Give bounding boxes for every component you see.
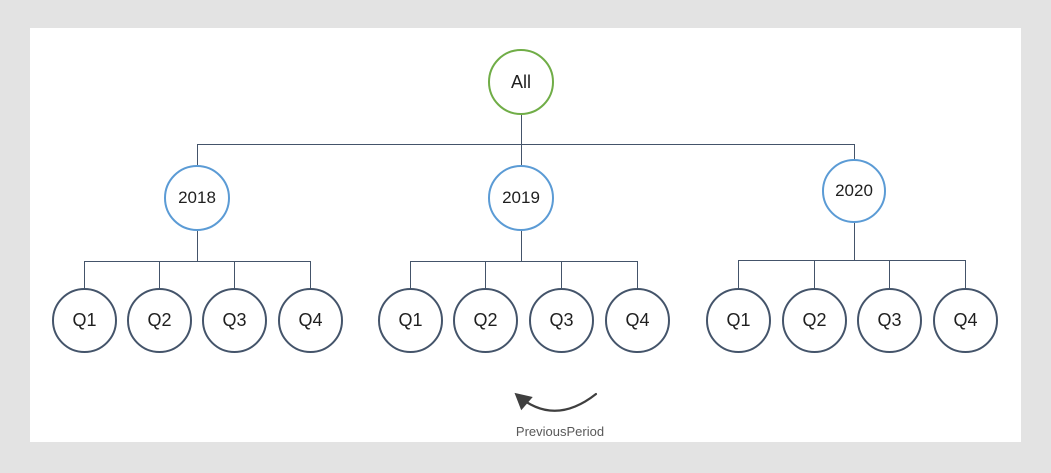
connector-2020-q2 bbox=[814, 260, 815, 288]
node-2019: 2019 bbox=[488, 165, 554, 231]
connector-drop-2020 bbox=[854, 144, 855, 160]
previous-period-label: PreviousPeriod bbox=[515, 424, 605, 439]
node-2018-q1: Q1 bbox=[52, 288, 117, 353]
connector-2018-bus bbox=[84, 261, 311, 262]
node-2020-q3-label: Q3 bbox=[877, 310, 902, 330]
node-2018-label: 2018 bbox=[178, 188, 216, 207]
connector-2018-q2 bbox=[159, 261, 160, 288]
node-2018-q4-label: Q4 bbox=[298, 310, 323, 330]
connector-2020-q3 bbox=[889, 260, 890, 288]
connector-2020-q4 bbox=[965, 260, 966, 288]
node-2020-q4-label: Q4 bbox=[953, 310, 978, 330]
connector-drop-2019 bbox=[521, 144, 522, 165]
node-2020-q2-label: Q2 bbox=[802, 310, 827, 330]
node-2018: 2018 bbox=[164, 165, 230, 231]
node-2018-q3-label: Q3 bbox=[222, 310, 247, 330]
node-2018-q2-label: Q2 bbox=[147, 310, 172, 330]
node-2020: 2020 bbox=[822, 159, 886, 223]
node-2020-q2: Q2 bbox=[782, 288, 847, 353]
connector-2020-bus bbox=[738, 260, 966, 261]
node-2019-q2-label: Q2 bbox=[473, 310, 498, 330]
connector-2019-q1 bbox=[410, 261, 411, 288]
connector-2019-q3 bbox=[561, 261, 562, 288]
node-2019-q3-label: Q3 bbox=[549, 310, 574, 330]
node-all: All bbox=[488, 49, 554, 115]
node-2019-q2: Q2 bbox=[453, 288, 518, 353]
node-all-label: All bbox=[510, 71, 531, 92]
node-2020-q4: Q4 bbox=[933, 288, 998, 353]
connector-2018-q4 bbox=[310, 261, 311, 288]
node-2020-q1-label: Q1 bbox=[726, 310, 751, 330]
node-2019-q4-label: Q4 bbox=[625, 310, 650, 330]
connector-2018-q3 bbox=[234, 261, 235, 288]
node-2018-q1-label: Q1 bbox=[72, 310, 97, 330]
node-2018-q4: Q4 bbox=[278, 288, 343, 353]
curved-arrow-icon bbox=[514, 392, 598, 412]
connector-2018-stem bbox=[197, 231, 198, 261]
connector-2019-bus bbox=[410, 261, 638, 262]
node-2019-q1: Q1 bbox=[378, 288, 443, 353]
node-2018-q2: Q2 bbox=[127, 288, 192, 353]
node-2019-q4: Q4 bbox=[605, 288, 670, 353]
node-2019-q1-label: Q1 bbox=[398, 310, 423, 330]
connector-2020-stem bbox=[854, 223, 855, 260]
diagram-canvas: All 2018 2019 2020 Q1 Q2 Q3 Q4 Q1 Q2 bbox=[30, 28, 1021, 442]
connector-2018-q1 bbox=[84, 261, 85, 288]
connector-2019-q2 bbox=[485, 261, 486, 288]
node-2020-q1: Q1 bbox=[706, 288, 771, 353]
node-2020-label: 2020 bbox=[835, 181, 873, 200]
node-2019-q3: Q3 bbox=[529, 288, 594, 353]
node-2020-q3: Q3 bbox=[857, 288, 922, 353]
connector-root-stem bbox=[521, 115, 522, 144]
node-2018-q3: Q3 bbox=[202, 288, 267, 353]
connector-2020-q1 bbox=[738, 260, 739, 288]
connector-2019-stem bbox=[521, 231, 522, 261]
connector-level1-bus bbox=[197, 144, 855, 145]
connector-drop-2018 bbox=[197, 144, 198, 165]
connector-2019-q4 bbox=[637, 261, 638, 288]
node-2019-label: 2019 bbox=[502, 188, 540, 207]
